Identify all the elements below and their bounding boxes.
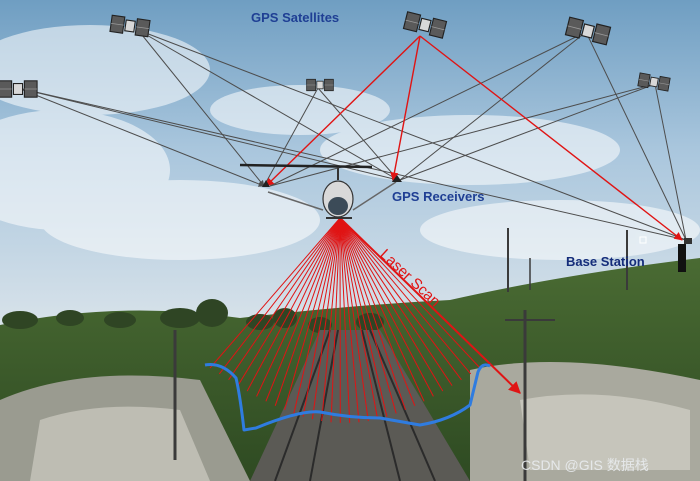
gps-receiver-icon — [262, 175, 402, 187]
laser-beam — [265, 217, 341, 402]
laser-beam — [246, 217, 341, 392]
gps-receivers-label: GPS Receivers — [392, 189, 485, 204]
clouds — [0, 25, 700, 260]
base-station-label: Base Station — [566, 254, 645, 269]
laser-beam — [284, 217, 341, 411]
laser-beam — [339, 217, 416, 406]
laser-beam — [293, 217, 341, 414]
base-station-icon — [639, 236, 692, 272]
laser-beam — [218, 217, 341, 375]
laser-beam — [339, 217, 462, 381]
laser-beam — [209, 217, 341, 369]
laser-beam — [339, 217, 434, 397]
laser-beam — [256, 217, 341, 397]
helicopter-icon — [239, 163, 397, 219]
watermark: CSDN @GIS 数据栈 — [521, 457, 649, 473]
laser-beam — [339, 217, 481, 369]
laser-beam — [339, 217, 444, 392]
laser-beam — [339, 217, 388, 417]
laser-beam — [339, 217, 397, 414]
laser-beam — [339, 217, 472, 375]
satellite-icon — [0, 80, 38, 98]
rails — [274, 329, 436, 481]
laser-beam — [339, 217, 379, 420]
utility-poles — [173, 228, 628, 481]
laser-beam — [274, 217, 341, 406]
laser-scan-arrow — [339, 217, 521, 394]
laser-scan-fan — [209, 217, 481, 423]
laser-beam — [339, 217, 360, 423]
laser-beam — [339, 217, 369, 422]
laser-beam — [339, 217, 453, 386]
terrain-profile — [204, 363, 491, 432]
gps-signal-lines — [17, 29, 687, 241]
gps-satellites-label: GPS Satellites — [251, 10, 340, 25]
gps-highlight-lines — [265, 35, 683, 241]
laser-beam — [311, 217, 341, 420]
laser-beam — [339, 217, 406, 411]
satellite-icon — [306, 78, 334, 92]
laser-beam — [339, 217, 425, 402]
laser-beam — [321, 217, 341, 422]
laser-beam — [302, 217, 341, 417]
laser-beam — [339, 217, 351, 423]
laser-beam — [237, 217, 341, 386]
laser-beam — [228, 217, 341, 381]
laser-beam — [330, 217, 341, 423]
